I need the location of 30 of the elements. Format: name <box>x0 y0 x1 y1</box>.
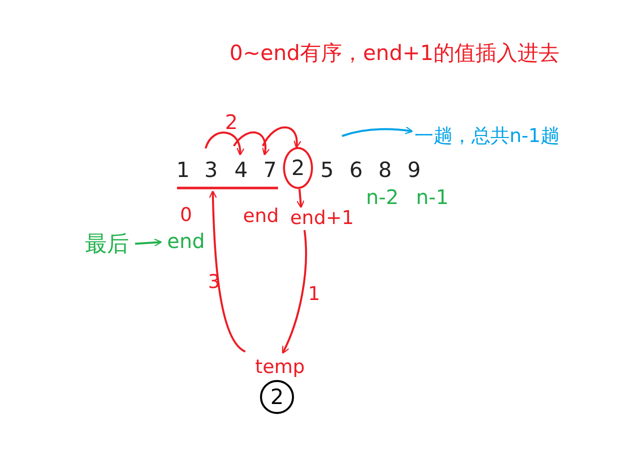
edge-label: 1 <box>308 285 320 304</box>
array-number: 6 <box>347 158 365 182</box>
text-label: 最后 <box>80 232 134 258</box>
circled-number: 2 <box>283 147 313 189</box>
index-label: 0 <box>180 206 192 225</box>
arrow <box>208 190 246 352</box>
text-label: temp <box>251 356 309 378</box>
array-number: 4 <box>232 158 250 182</box>
array-number: 5 <box>318 158 336 182</box>
array-number: 8 <box>376 158 394 182</box>
circled-number: 2 <box>260 380 294 414</box>
array-number: 7 <box>261 158 279 182</box>
arrow <box>233 131 270 156</box>
text-label: 一趟，总共n-1趟 <box>416 124 558 148</box>
arrow <box>262 126 301 148</box>
array-number: 9 <box>405 158 423 182</box>
index-label: end <box>243 207 279 226</box>
index-label: n-1 <box>416 187 449 207</box>
index-label: n-2 <box>366 187 399 207</box>
arrow <box>296 188 305 208</box>
array-number: 3 <box>202 158 220 182</box>
array-number: 1 <box>174 158 192 182</box>
step-number: 2 <box>225 112 238 132</box>
arrow <box>204 132 244 156</box>
arrow <box>342 126 413 137</box>
text-label: end <box>163 230 209 252</box>
arrow <box>282 230 307 354</box>
arrow <box>135 238 162 247</box>
title: 0~end有序，end+1的值插入进去 <box>228 43 561 64</box>
text-label: end+1 <box>287 207 357 229</box>
